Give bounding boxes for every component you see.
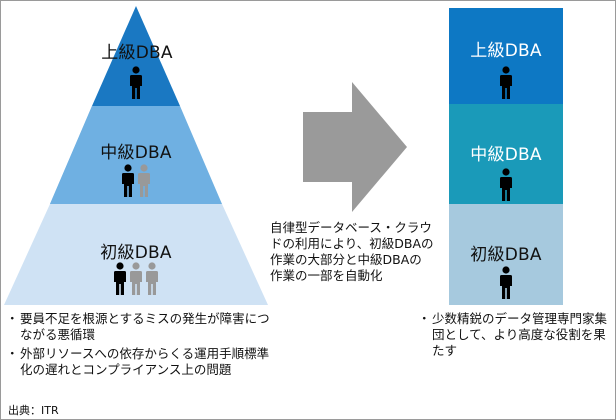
arrow-caption-line: 自律型データベース・クラウ [270,220,432,235]
stack-label-middle: 中級DBA [470,145,542,165]
pyramid-people-bottom [86,262,186,296]
pyramid-note: 外部リソースへの依存からくる運用手順標準化の遅れとコンプライアンス上の問題 [6,346,274,378]
pyramid-people-top [96,66,176,100]
person-icon [138,164,150,197]
stack-people-middle [449,168,563,202]
stack-tier-bottom [449,204,563,305]
pyramid-notes: 要員不足を根源とするミスの発生が障害につながる悪循環 外部リソースへの依存からく… [6,311,274,381]
arrow-caption-line: 作業の大部分と中級DBAの [270,252,422,267]
stack-label-bottom: 初級DBA [470,245,542,265]
pyramid-label-middle: 中級DBA [100,143,172,163]
stack-notes: 少数精鋭のデータ管理専門家集団として、より高度な役割を果たす [418,311,608,362]
person-icon [130,262,142,295]
pyramid-tier-bottom [4,204,268,305]
stack-note: 少数精鋭のデータ管理専門家集団として、より高度な役割を果たす [418,311,608,359]
pyramid-tier-top [92,6,180,106]
person-icon [114,262,126,295]
arrow-caption-line: 作業の一部を自動化 [270,268,383,283]
pyramid-note: 要員不足を根源とするミスの発生が障害につながる悪循環 [6,311,274,343]
person-icon [500,66,512,99]
person-icon [146,262,158,295]
source-credit: 出典：ITR [8,404,59,417]
person-icon [122,164,134,197]
stack-people-bottom [449,266,563,300]
person-icon [130,66,142,99]
pyramid-people-middle [96,164,176,198]
arrow-caption: 自律型データベース・クラウ ドの利用により、初級DBAの 作業の大部分と中級DB… [270,220,440,284]
arrow-caption-line: ドの利用により、初級DBAの [270,236,434,251]
person-icon [500,266,512,299]
stack-label-top: 上級DBA [470,41,542,61]
stack-people-top [449,66,563,100]
transition-arrow [303,82,407,212]
pyramid-label-bottom: 初級DBA [100,243,172,263]
pyramid-tier-middle-fill [50,106,222,204]
pyramid-label-top: 上級DBA [101,43,173,63]
person-icon [500,168,512,201]
